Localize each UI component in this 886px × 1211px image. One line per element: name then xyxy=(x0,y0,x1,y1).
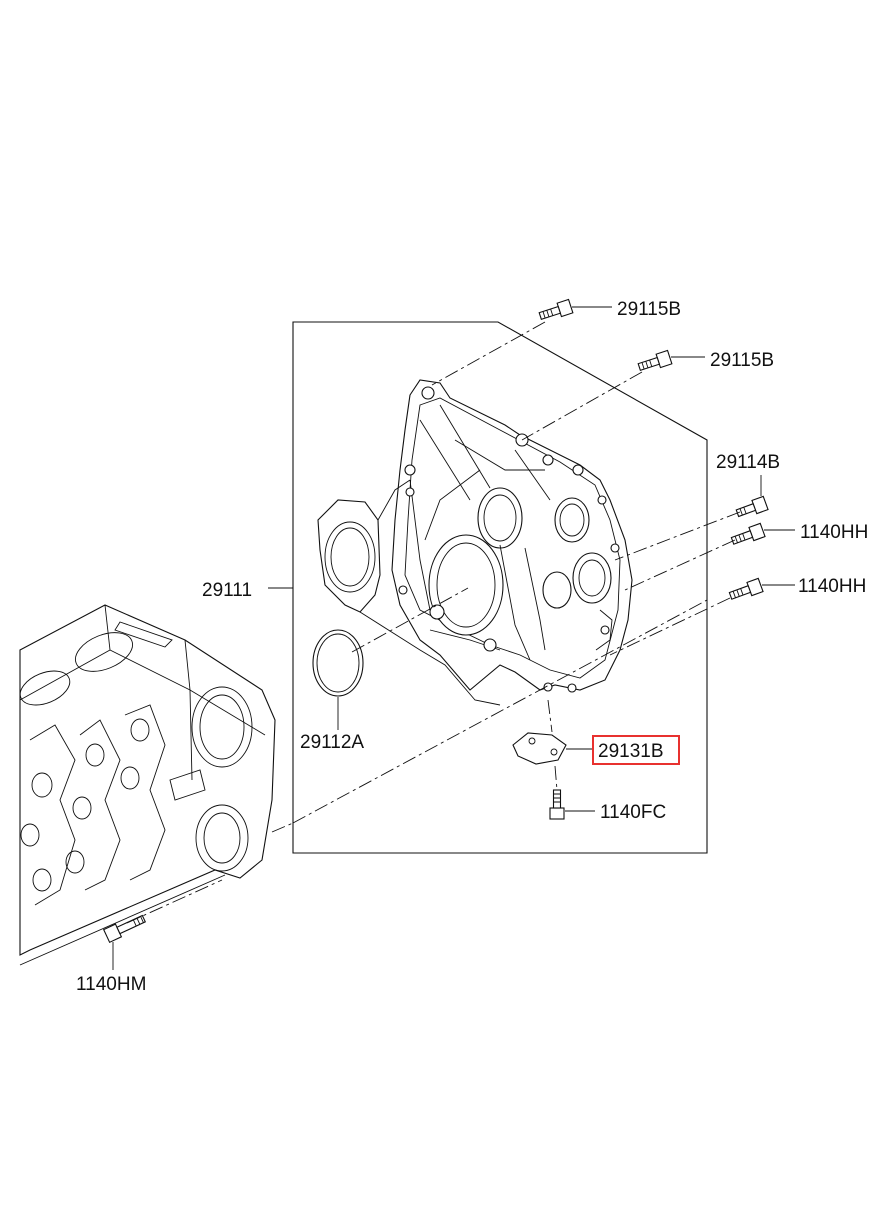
callout-29112a[interactable]: 29112A xyxy=(300,732,364,753)
bolt-29114b xyxy=(735,495,769,518)
assembly-centerlines xyxy=(126,321,741,924)
bolt-1140hh-upper xyxy=(730,522,766,545)
assembly-frame xyxy=(292,321,708,854)
bolt-1140fc xyxy=(549,789,565,820)
callout-1140hh-lower[interactable]: 1140HH xyxy=(798,576,866,597)
callout-29115b-top[interactable]: 29115B xyxy=(617,299,681,320)
bolt-1140hm xyxy=(102,914,147,944)
callout-1140fc[interactable]: 1140FC xyxy=(600,802,666,823)
engine-block-illustration xyxy=(19,604,276,966)
leader-lines xyxy=(112,306,795,970)
bolt-29115b-second xyxy=(637,349,673,372)
callout-29111[interactable]: 29111 xyxy=(202,580,252,601)
o-ring-seal xyxy=(312,629,364,697)
rear-plate-housing xyxy=(317,379,633,706)
cover-plate-part xyxy=(512,732,567,765)
callout-1140hh-upper[interactable]: 1140HH xyxy=(800,522,868,543)
callout-29131b[interactable]: 29131B xyxy=(598,741,664,762)
callout-29115b-second[interactable]: 29115B xyxy=(710,350,774,371)
highlight-box xyxy=(592,735,680,765)
bolt-29115b-top xyxy=(538,298,574,321)
bolt-1140hh-lower xyxy=(728,577,764,600)
callout-1140hm[interactable]: 1140HM xyxy=(76,974,146,995)
callout-29114b[interactable]: 29114B xyxy=(716,452,780,473)
